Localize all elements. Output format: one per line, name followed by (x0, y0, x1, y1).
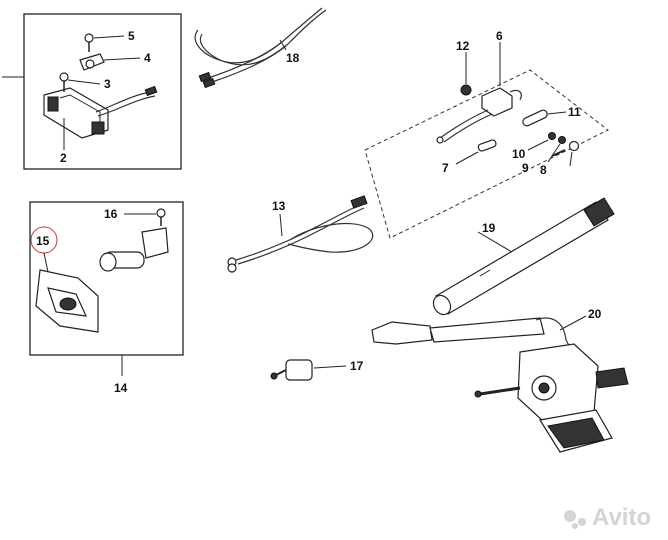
part-18-cable: 18 (194, 7, 327, 89)
callout-12: 12 (456, 39, 470, 53)
part-7-fuse (477, 139, 497, 152)
callout-20: 20 (588, 307, 602, 321)
callout-14: 14 (114, 381, 128, 395)
part-19-handle: 19 (432, 197, 615, 316)
callout-5: 5 (128, 29, 135, 43)
callout-10: 10 (512, 147, 526, 161)
callout-8: 8 (540, 163, 547, 177)
callout-7: 7 (442, 161, 449, 175)
callout-4: 4 (144, 51, 151, 65)
part-15-switch-panel (35, 269, 99, 333)
assembly-group-6: 12 6 11 10 9 8 (364, 29, 609, 239)
assembly-box-a: 5 4 3 2 (2, 13, 182, 170)
part-12-nut (460, 84, 472, 96)
callout-17: 17 (350, 359, 364, 373)
assembly-box-b: 16 15 14 (29, 201, 184, 395)
callout-19: 19 (482, 221, 496, 235)
callout-18: 18 (286, 51, 300, 65)
part-9-washer (558, 136, 566, 144)
part-10-washer (548, 132, 556, 140)
part-8-bolt (551, 140, 580, 157)
callout-6: 6 (496, 29, 503, 43)
part-4-clamp (79, 53, 105, 71)
part-2-bracket (43, 87, 109, 139)
part-17-plug: 17 (270, 359, 364, 381)
part-11-tube (522, 109, 548, 127)
switch-bracket (99, 227, 169, 272)
part-6-relay (481, 87, 522, 117)
callout-9: 9 (522, 161, 529, 175)
callout-13: 13 (272, 199, 286, 213)
avito-logo-icon (564, 510, 576, 522)
part-16-screw (156, 208, 166, 226)
callout-16: 16 (104, 207, 118, 221)
callout-3: 3 (104, 77, 111, 91)
watermark: Avito (564, 504, 651, 531)
watermark-text: Avito (592, 504, 651, 531)
callout-15: 15 (36, 234, 50, 248)
callout-2: 2 (60, 151, 67, 165)
callout-11: 11 (568, 105, 581, 119)
part-13-cable: 13 (227, 195, 374, 273)
part-20-tiller-assembly: 20 (371, 307, 629, 453)
part-5-screw (84, 33, 94, 52)
part-3-screw (59, 72, 69, 92)
